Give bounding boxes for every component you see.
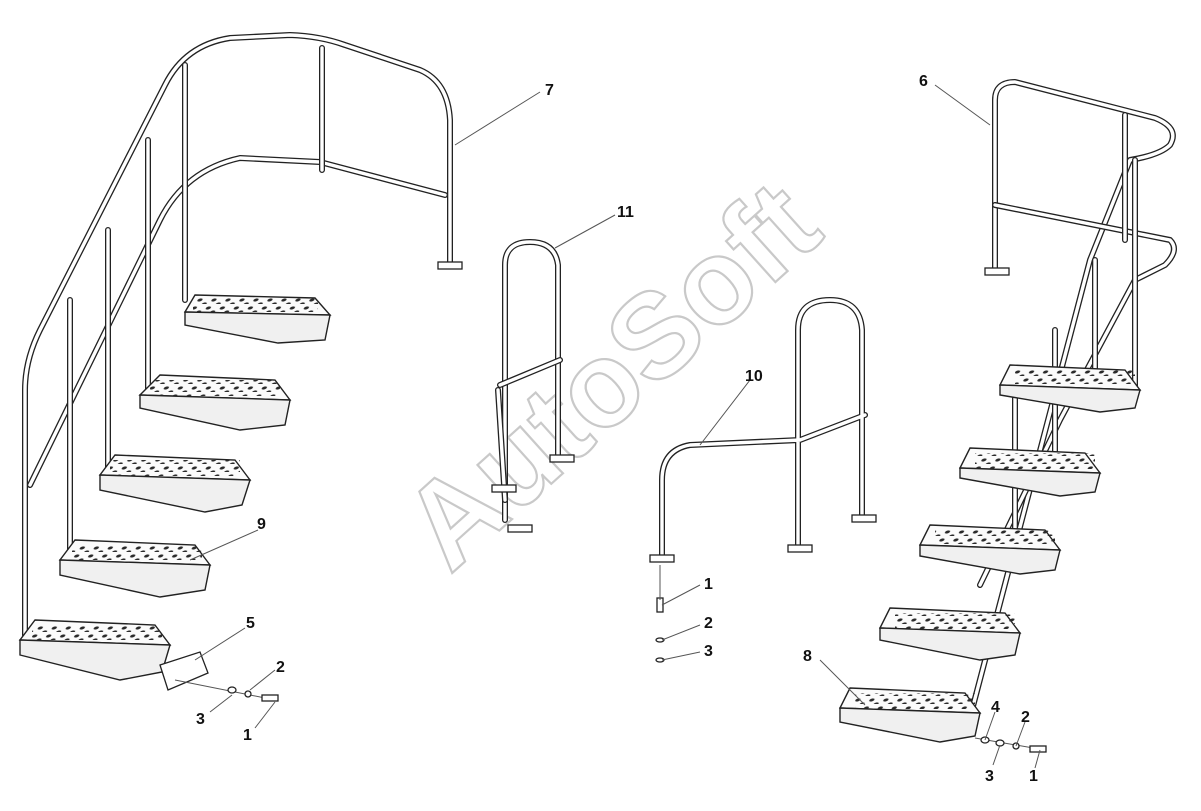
right-stair-tread-1 [998, 364, 1142, 413]
callout-1-right: 1 [1029, 768, 1038, 785]
callout-2-center: 2 [704, 615, 713, 632]
right-stair-tread-4 [878, 607, 1022, 661]
left-stair-tread-4 [58, 539, 212, 598]
callout-1-left: 1 [243, 727, 252, 744]
center-right-handrail [649, 297, 877, 663]
callout-8: 8 [803, 648, 812, 665]
center-left-handrail [491, 239, 575, 533]
callout-9: 9 [257, 516, 266, 533]
callout-10: 10 [745, 368, 763, 385]
callout-7: 7 [545, 82, 554, 99]
right-stair-tread-5 [838, 687, 982, 743]
callout-1-center: 1 [704, 576, 713, 593]
callout-4: 4 [991, 699, 1000, 716]
left-stair-tread-1 [183, 294, 332, 344]
left-stair-tread-3 [98, 454, 252, 513]
left-bracket-hardware [159, 651, 279, 702]
callout-3-left: 3 [196, 711, 205, 728]
left-stair-tread-2 [138, 374, 292, 431]
callout-5: 5 [246, 615, 255, 632]
callout-3-center: 3 [704, 643, 713, 660]
callout-6: 6 [919, 73, 928, 90]
callout-11: 11 [617, 204, 634, 221]
callout-2-right: 2 [1021, 709, 1030, 726]
left-stair-tread-5 [18, 619, 172, 681]
callout-3-right: 3 [985, 768, 994, 785]
right-bracket-hardware [974, 736, 1047, 753]
right-handrail-assembly [969, 79, 1177, 713]
right-stair-tread-3 [918, 524, 1062, 575]
leader-lines [189, 84, 1041, 769]
right-stair-tread-2 [958, 447, 1102, 497]
callout-2-left: 2 [276, 659, 285, 676]
left-handrail-assembly [22, 32, 463, 638]
